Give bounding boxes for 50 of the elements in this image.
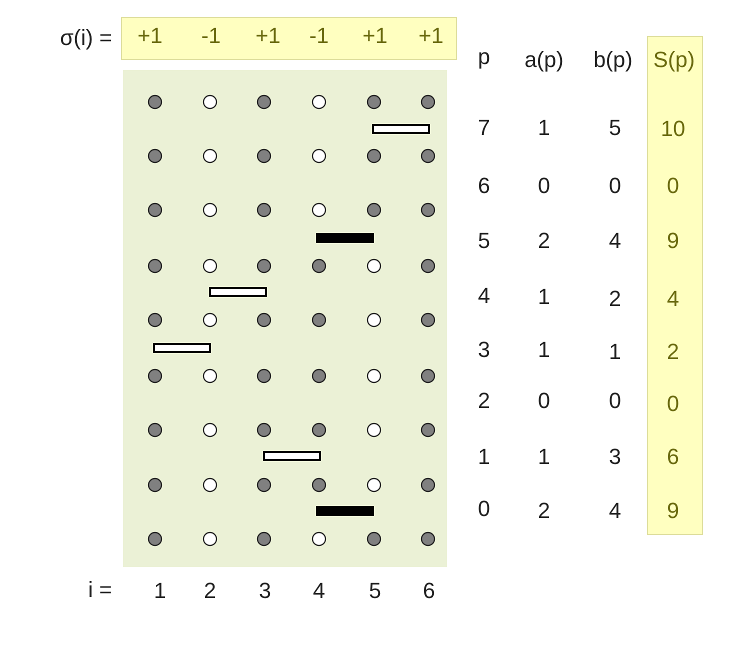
table-cell: 0 — [478, 496, 490, 522]
table-cell: 0 — [666, 173, 680, 199]
column-header: p — [478, 44, 490, 70]
index-value: 4 — [312, 578, 326, 604]
sign-value: +1 — [418, 23, 444, 49]
table-cell: 6 — [478, 173, 490, 199]
table-cell: 5 — [478, 228, 490, 254]
table-cell: 2 — [478, 388, 490, 414]
sign-value: -1 — [309, 23, 329, 49]
sign-value: +1 — [255, 23, 281, 49]
column-header: S(p) — [653, 47, 695, 73]
table-cell: 3 — [608, 444, 622, 470]
index-value: 5 — [368, 578, 382, 604]
table-cell: 4 — [608, 498, 622, 524]
table-cell: 1 — [538, 444, 550, 470]
table-cell: 2 — [538, 228, 550, 254]
table-cell: 1 — [478, 444, 490, 470]
table-cell: 4 — [478, 283, 490, 309]
table-cell: 1 — [538, 337, 550, 363]
sign-value: +1 — [137, 23, 163, 49]
column-header: a(p) — [524, 47, 564, 73]
table-cell: 1 — [538, 284, 550, 310]
row-label: σ(i) = — [60, 25, 112, 51]
table-cell: 9 — [666, 498, 680, 524]
table-cell: 7 — [478, 115, 490, 141]
table-cell: 5 — [608, 115, 622, 141]
table-cell: 1 — [538, 115, 550, 141]
sign-value: -1 — [201, 23, 221, 49]
table-cell: 0 — [538, 173, 550, 199]
column-header: b(p) — [593, 47, 633, 73]
row-label: i = — [88, 577, 112, 603]
sign-value: +1 — [362, 23, 388, 49]
index-value: 2 — [204, 578, 216, 604]
table-cell: 1 — [608, 339, 622, 365]
table-cell: 6 — [666, 444, 680, 470]
table-cell: 2 — [538, 498, 550, 524]
table-cell: 2 — [608, 286, 622, 312]
table-cell: 0 — [608, 388, 622, 414]
table-cell: 9 — [666, 228, 680, 254]
table-cell: 3 — [478, 337, 490, 363]
table-cell: 0 — [608, 173, 622, 199]
table-cell: 4 — [666, 286, 680, 312]
index-value: 1 — [154, 578, 166, 604]
table-cell: 2 — [666, 339, 680, 365]
table-cell: 10 — [660, 116, 686, 142]
index-value: 6 — [422, 578, 436, 604]
table-cell: 0 — [538, 388, 550, 414]
index-value: 3 — [258, 578, 272, 604]
table-cell: 4 — [608, 228, 622, 254]
table-cell: 0 — [666, 391, 680, 417]
